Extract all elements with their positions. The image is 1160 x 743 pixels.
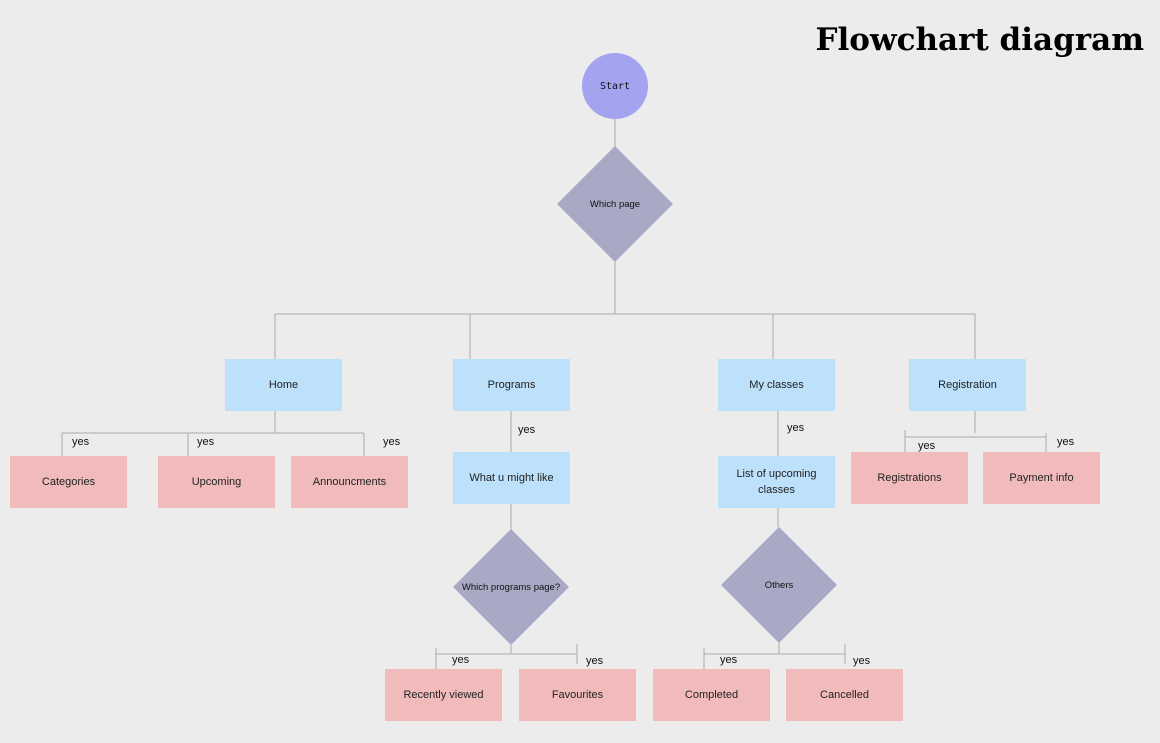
leaf-announcments: Announcments <box>291 456 408 508</box>
edge-label-yes: yes <box>452 654 470 666</box>
node-what-u-might-like: What u might like <box>453 452 570 504</box>
page-registration: Registration <box>909 359 1026 411</box>
start-node: Start <box>582 53 648 119</box>
leaf-payment-info: Payment info <box>983 452 1100 504</box>
edge-label-yes: yes <box>586 655 604 667</box>
edge-label-yes: yes <box>518 424 536 436</box>
edge-label-yes: yes <box>197 436 215 448</box>
leaf-completed: Completed <box>653 669 770 721</box>
decision-which-programs-page-label: Which programs page? <box>461 582 561 593</box>
node-list-upcoming-classes: List of upcoming classes <box>718 456 835 508</box>
leaf-categories: Categories <box>10 456 127 508</box>
leaf-registrations: Registrations <box>851 452 968 504</box>
edge-label-yes: yes <box>72 436 90 448</box>
edge-label-yes: yes <box>853 655 871 667</box>
leaf-upcoming: Upcoming <box>158 456 275 508</box>
edge-label-yes: yes <box>918 440 936 452</box>
decision-which-page-label: Which page <box>589 199 641 210</box>
edge-label-yes: yes <box>383 436 401 448</box>
edge-label-yes: yes <box>787 422 805 434</box>
leaf-cancelled: Cancelled <box>786 669 903 721</box>
page-programs: Programs <box>453 359 570 411</box>
page-home: Home <box>225 359 342 411</box>
diagram-title: Flowchart diagram <box>815 22 1144 58</box>
edge-label-yes: yes <box>720 654 738 666</box>
leaf-recently-viewed: Recently viewed <box>385 669 502 721</box>
edge-label-yes: yes <box>1057 436 1075 448</box>
page-my-classes: My classes <box>718 359 835 411</box>
leaf-favourites: Favourites <box>519 669 636 721</box>
decision-others-label: Others <box>764 580 794 591</box>
